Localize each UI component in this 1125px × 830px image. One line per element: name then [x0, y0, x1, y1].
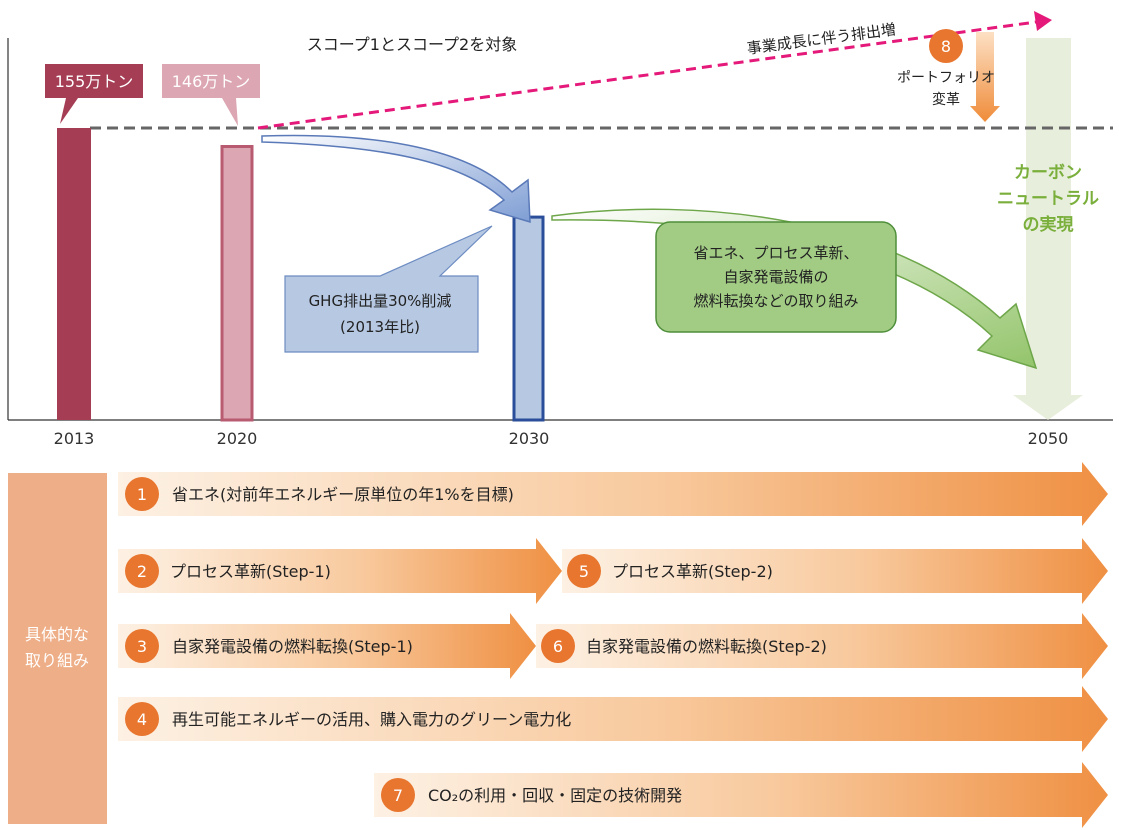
initiative-3-text: 自家発電設備の燃料転換(Step-1) [172, 637, 413, 656]
initiative-2-number: 2 [137, 562, 147, 581]
neutral-line2: ニュートラル [997, 189, 1099, 209]
initiative-7-text: CO₂の利用・回収・固定の技術開発 [428, 786, 682, 805]
portfolio-line1: ポートフォリオ [897, 70, 995, 86]
portfolio-line2: 変革 [932, 91, 960, 108]
side-label-line2: 取り組み [25, 651, 89, 670]
label-2020-text: 146万トン [172, 72, 251, 91]
initiative-1-text: 省エネ(対前年エネルギー原単位の年1%を目標) [172, 485, 514, 504]
initiative-1-badge [125, 477, 159, 511]
label-2013-text: 155万トン [55, 72, 134, 91]
label-2020: 146万トン [162, 64, 260, 126]
initiative-3: 3 自家発電設備の燃料転換(Step-1) [118, 613, 536, 679]
bar-2030 [512, 215, 545, 422]
bar-2020 [220, 145, 254, 422]
side-label-line1: 具体的な [25, 625, 89, 644]
initiative-4: 4 再生可能エネルギーの活用、購入電力のグリーン電力化 [118, 686, 1108, 752]
year-2030: 2030 [509, 429, 550, 448]
initiative-5-badge [567, 554, 601, 588]
initiative-1-number: 1 [137, 485, 147, 504]
initiative-7-badge [381, 778, 415, 812]
initiative-5: 5 プロセス革新(Step-2) [562, 538, 1108, 604]
initiative-1: 1 省エネ(対前年エネルギー原単位の年1%を目標) [118, 462, 1108, 526]
initiative-3-badge [125, 629, 159, 663]
scope-label: スコープ1とスコープ2を対象 [307, 35, 517, 54]
green-callout-line3: 燃料転換などの取り組み [693, 292, 858, 310]
initiative-7: 7 CO₂の利用・回収・固定の技術開発 [374, 762, 1108, 828]
label-2013: 155万トン [45, 64, 143, 124]
green-callout: 省エネ、プロセス革新、 自家発電設備の 燃料転換などの取り組み [655, 221, 897, 333]
bar-2013 [57, 128, 91, 420]
green-callout-line2: 自家発電設備の [723, 268, 828, 286]
neutral-bar [1013, 38, 1083, 420]
growth-arrowhead [1034, 11, 1052, 31]
portfolio-number-badge [929, 29, 963, 63]
side-panel [8, 473, 107, 824]
initiative-6-text: 自家発電設備の燃料転換(Step-2) [586, 637, 827, 656]
ghg-callout: GHG排出量30%削減 (2013年比) [284, 225, 493, 353]
neutral-line3: の実現 [1023, 214, 1074, 235]
initiative-3-number: 3 [137, 637, 147, 656]
year-2013: 2013 [54, 429, 95, 448]
initiative-6: 6 自家発電設備の燃料転換(Step-2) [536, 613, 1108, 679]
green-callout-line1: 省エネ、プロセス革新、 [693, 244, 858, 262]
growth-arrow-line [257, 20, 1037, 130]
year-2050: 2050 [1028, 429, 1069, 448]
initiative-6-number: 6 [553, 637, 563, 656]
initiative-2-text: プロセス革新(Step-1) [170, 562, 331, 581]
portfolio-number: 8 [941, 37, 951, 56]
ghg-callout-line2: (2013年比) [340, 318, 420, 336]
initiative-2: 2 プロセス革新(Step-1) [118, 538, 562, 604]
initiative-5-number: 5 [579, 562, 589, 581]
initiative-4-text: 再生可能エネルギーの活用、購入電力のグリーン電力化 [172, 710, 571, 729]
initiative-4-number: 4 [137, 710, 147, 729]
ghg-callout-line1: GHG排出量30%削減 [309, 292, 452, 310]
initiative-6-badge [541, 629, 575, 663]
initiative-4-badge [125, 702, 159, 736]
portfolio-down-arrow [970, 32, 1000, 122]
initiative-7-number: 7 [393, 786, 403, 805]
initiative-2-badge [125, 554, 159, 588]
reduction-arrow-2030 [261, 134, 531, 224]
year-2020: 2020 [217, 429, 258, 448]
neutral-line1: カーボン [1014, 163, 1082, 183]
initiative-5-text: プロセス革新(Step-2) [612, 562, 773, 581]
